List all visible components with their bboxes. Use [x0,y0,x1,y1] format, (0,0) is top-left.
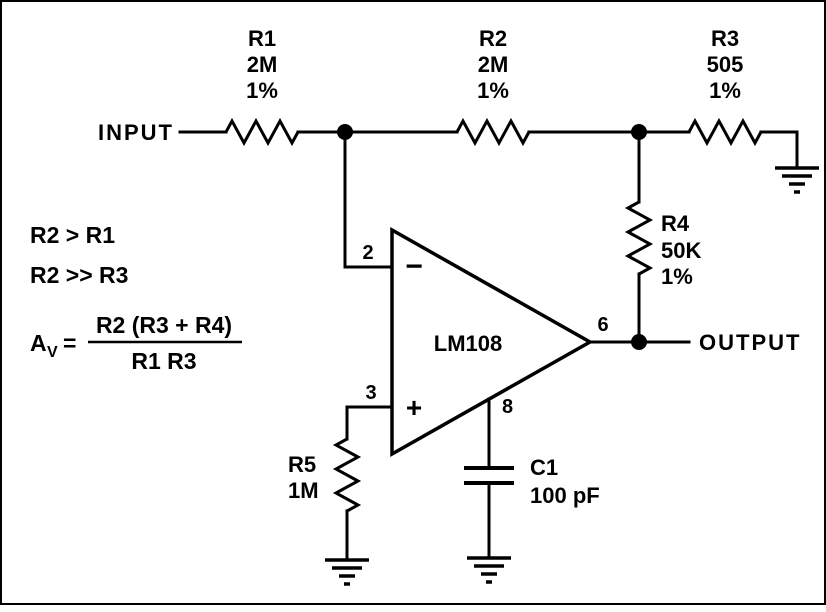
r5-value: 1M [288,478,319,503]
output-label: OUTPUT [699,330,801,355]
r2-value: 2M [478,52,509,77]
wire-pin3-r5 [345,405,394,441]
gain-denominator: R1 R3 [131,348,196,374]
r1-value: 2M [247,52,278,77]
r5-ref: R5 [288,452,316,477]
r3-value: 505 [707,52,744,77]
r5-resistor [332,437,362,513]
r1-resistor [224,117,300,147]
wire-pin2 [343,130,394,269]
r4-tolerance: 1% [661,264,693,289]
pin6-number: 6 [597,314,608,336]
r2-ref: R2 [479,26,507,51]
r4-resistor [624,200,654,276]
condition-1: R2 > R1 [30,222,115,248]
ground-symbol-right [775,166,819,194]
wire-r3-ground [759,130,799,170]
gain-subscript: V [47,344,58,361]
r4-value: 50K [661,238,701,263]
r2-tolerance: 1% [477,78,509,103]
r3-ref: R3 [711,26,739,51]
opamp-label: LM108 [434,331,502,356]
r2-resistor [455,117,531,147]
ground-symbol-c1 [467,556,511,584]
r1-ref: R1 [248,26,276,51]
r4-ref: R4 [661,211,690,236]
input-label: INPUT [98,120,174,145]
gain-equals: = [63,330,76,356]
r1-tolerance: 1% [246,78,278,103]
c1-ref: C1 [530,455,558,480]
opamp-triangle [390,226,594,458]
condition-2: R2 >> R3 [30,262,128,288]
gain-variable: A [30,330,47,356]
gain-numerator: R2 (R3 + R4) [96,312,232,338]
pin2-number: 2 [362,242,373,264]
inverting-input-sign: − [405,250,423,283]
r3-tolerance: 1% [709,78,741,103]
noninverting-input-sign: + [406,392,422,423]
c1-value: 100 pF [530,483,600,508]
r3-resistor [687,117,763,147]
ground-symbol-r5 [325,558,369,586]
pin8-number: 8 [502,396,513,418]
pin3-number: 3 [365,382,376,404]
